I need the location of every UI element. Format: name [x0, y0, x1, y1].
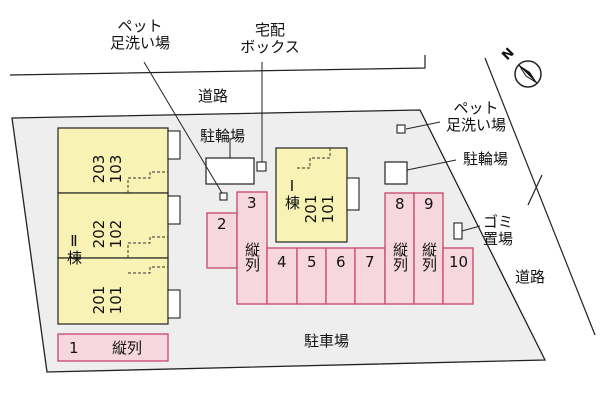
garbage-line1: ゴミ — [482, 213, 513, 231]
unit-number-bottom: 101 — [319, 194, 337, 224]
unit-number-top: 202 — [90, 219, 108, 249]
leader-line — [405, 121, 441, 130]
pet-footwash-marker-left — [219, 192, 228, 201]
delivery-box-marker — [256, 161, 267, 172]
parking-slot-7 — [354, 247, 386, 305]
bicycle-parking-right-area — [384, 161, 408, 185]
unit-number-bottom: 102 — [107, 219, 125, 249]
road-boundary-right-inner — [527, 174, 543, 206]
parking-slot-6 — [325, 247, 356, 305]
stair-outline — [297, 148, 331, 169]
parking-slot-2-number: 2 — [217, 215, 227, 233]
leader-line — [406, 159, 457, 171]
parking-slot-9-label: 縦列 — [420, 242, 438, 272]
parking-slot-1 — [57, 333, 169, 362]
building-1-name: Ⅰ棟 — [283, 177, 301, 210]
unit-number-bottom: 103 — [107, 154, 125, 184]
building-2-unit-203-103-number: 203 103 — [90, 145, 125, 193]
balcony — [167, 130, 181, 160]
unit-number-top: 203 — [90, 154, 108, 184]
parking-slot-3-label: 縦列 — [243, 242, 261, 272]
parking-slot-10 — [442, 247, 474, 305]
pet-footwash-top-line2: 足洗い場 — [109, 34, 170, 52]
leader-line — [461, 225, 481, 232]
parking-slot-3-number: 3 — [247, 194, 257, 212]
balcony — [346, 177, 360, 211]
parking-slot-2 — [206, 212, 238, 269]
building-2-unit-202-102 — [57, 192, 169, 259]
balcony — [167, 289, 181, 319]
stair-outline — [127, 171, 168, 193]
building-1-unit-number: 201 101 — [302, 185, 337, 233]
stair-outline — [128, 266, 168, 274]
pet-footwash-right-line2: 足洗い場 — [445, 116, 506, 134]
building-2-name: Ⅱ棟 — [65, 232, 83, 265]
road-label-right: 道路 — [515, 268, 546, 286]
delivery-box-label: 宅配 ボックス — [230, 22, 310, 56]
parking-slots — [57, 191, 474, 362]
delivery-box-line2: ボックス — [240, 38, 300, 56]
parking-slot-8-label: 縦列 — [391, 242, 409, 272]
building-2-unit-203-103 — [57, 127, 169, 194]
bicycle-parking-label-right: 駐輪場 — [463, 150, 509, 168]
parking-slot-9-number: 9 — [424, 195, 434, 213]
road-boundary-right-outer — [484, 57, 596, 336]
parking-slot-1-number: 1 — [69, 339, 79, 357]
stair-outline — [127, 236, 168, 258]
garbage-line2: 置場 — [482, 230, 513, 248]
delivery-box-line1: 宅配 — [254, 21, 285, 39]
parking-slot-7-number: 7 — [365, 253, 375, 271]
road-boundary-top — [9, 55, 426, 76]
building-2-unit-202-102-number: 202 102 — [90, 210, 125, 258]
building-2-unit-201-101-number: 201 101 — [90, 276, 125, 324]
compass-icon — [514, 60, 542, 88]
bicycle-parking-left-area — [205, 157, 255, 185]
unit-number-bottom: 101 — [107, 285, 125, 315]
balcony — [167, 195, 181, 225]
parking-slot-6-number: 6 — [336, 253, 346, 271]
parking-lot-label: 駐車場 — [304, 332, 350, 350]
parking-slot-3 — [236, 191, 268, 305]
pet-footwash-top-line1: ペット — [117, 17, 163, 35]
garbage-area-label: ゴミ 置場 — [480, 214, 516, 248]
pet-footwash-marker-right — [396, 124, 406, 134]
parking-slot-1-label: 縦列 — [112, 339, 143, 357]
parking-slot-8-number: 8 — [395, 195, 405, 213]
pet-footwash-label-top: ペット 足洗い場 — [100, 18, 180, 52]
unit-number-top: 201 — [302, 194, 320, 224]
pet-footwash-right-line1: ペット — [453, 99, 499, 117]
road-label-top: 道路 — [198, 87, 229, 105]
bicycle-parking-label-left: 駐輪場 — [200, 127, 246, 145]
garbage-area-marker — [453, 222, 463, 240]
leader-line — [143, 61, 223, 194]
unit-number-top: 201 — [90, 285, 108, 315]
parking-slot-4-number: 4 — [277, 253, 287, 271]
pet-footwash-label-right: ペット 足洗い場 — [436, 100, 516, 134]
parking-slot-5-number: 5 — [307, 253, 317, 271]
parking-slot-10-number: 10 — [449, 253, 469, 271]
